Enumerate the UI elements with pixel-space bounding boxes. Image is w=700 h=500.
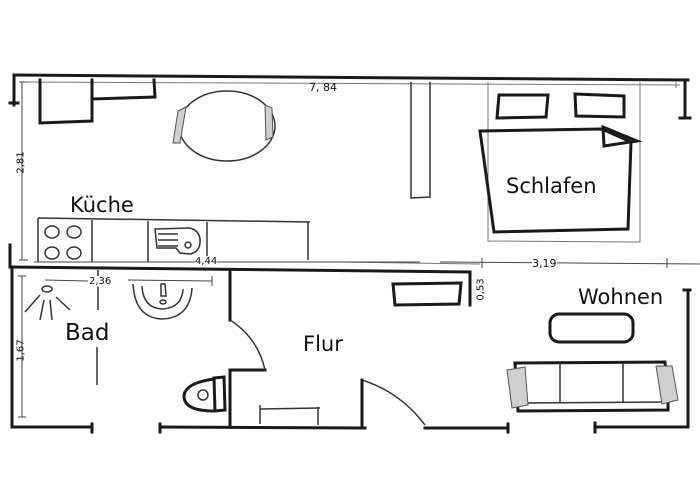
stove-burner xyxy=(66,246,82,260)
dim-total-width: 7, 84 xyxy=(309,81,337,94)
kitchen-cabinet-wall xyxy=(90,78,157,101)
top-wall xyxy=(12,73,690,82)
room-label-kitchen: Küche xyxy=(70,193,134,217)
hall-bench xyxy=(259,405,321,425)
sofa-armrest-right xyxy=(655,365,679,405)
dim-line-319 xyxy=(439,261,700,265)
stove-burner xyxy=(44,246,60,260)
partition-wall xyxy=(410,82,431,199)
kitchen-counter-front xyxy=(37,217,311,223)
dining-chair-right xyxy=(264,104,274,141)
dim-line-236 xyxy=(44,279,89,282)
toilet-bowl xyxy=(182,377,216,413)
hall-cabinet xyxy=(391,281,463,307)
bed xyxy=(478,127,633,234)
room-label-living: Wohnen xyxy=(578,285,664,309)
room-label-bathroom: Bad xyxy=(65,320,110,346)
room-label-bedroom: Schlafen xyxy=(506,174,597,198)
dim-bedroom-width: 3,19 xyxy=(532,257,557,270)
middle-wall xyxy=(8,265,472,274)
dining-table xyxy=(178,90,276,162)
kitchen-sink xyxy=(154,227,201,255)
hall-bottom-wall xyxy=(158,425,367,430)
stove-burner xyxy=(44,225,60,239)
stove-burner xyxy=(66,225,82,239)
coffee-table xyxy=(548,312,635,344)
bath-door-swing xyxy=(229,319,266,371)
dim-bath-width: 2,36 xyxy=(89,276,112,287)
entrance-door-swing xyxy=(361,379,426,426)
dining-chair-left xyxy=(172,106,187,144)
bed-folded-corner xyxy=(601,124,643,148)
pillow-left xyxy=(495,93,550,120)
dim-kitchen-width: 4,44 xyxy=(195,256,218,267)
bedroom-area xyxy=(487,82,641,243)
pillow-right xyxy=(573,92,626,119)
dim-hall-cabinet-depth: 0,53 xyxy=(475,278,487,301)
toilet-tank xyxy=(212,375,227,413)
wash-basin xyxy=(132,283,193,320)
room-label-hallway: Flur xyxy=(303,332,343,356)
dim-bath-height: 1,67 xyxy=(15,339,27,362)
sofa-armrest-left xyxy=(506,366,529,409)
sofa-cushion-dividers xyxy=(559,363,624,402)
dim-upper-height: 2,81 xyxy=(15,151,27,174)
sofa xyxy=(513,360,670,413)
kitchen-cabinet-tall xyxy=(38,78,94,125)
shower-head xyxy=(41,285,53,293)
